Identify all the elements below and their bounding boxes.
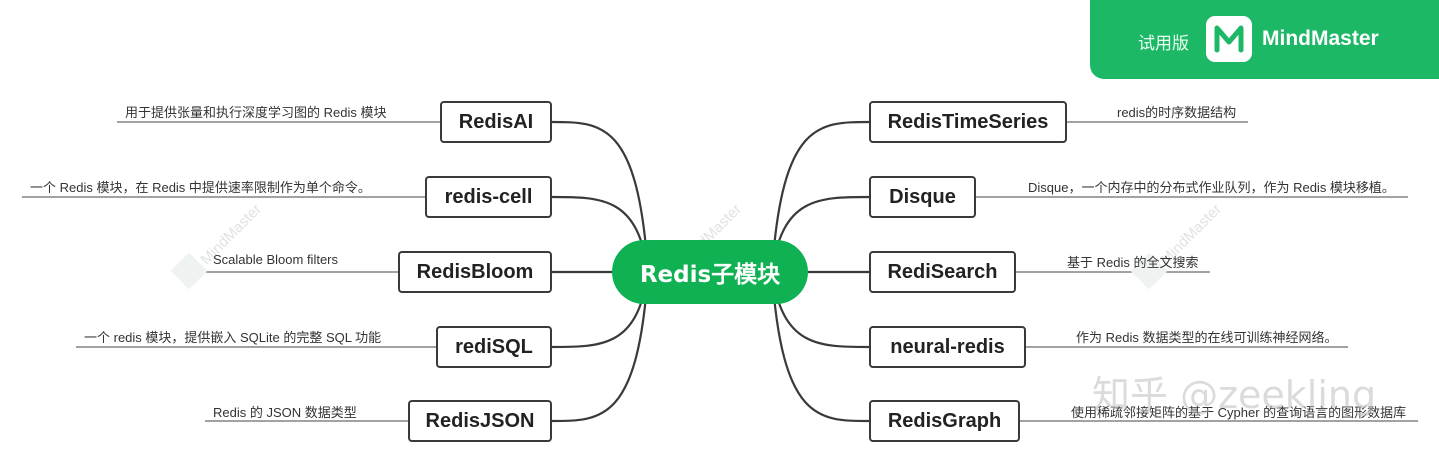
connector-line xyxy=(551,120,650,273)
topic-description: 基于 Redis 的全文搜索 xyxy=(1067,255,1199,270)
topic-node[interactable]: Disque xyxy=(869,176,976,218)
topic-node[interactable]: redis-cell xyxy=(425,176,552,218)
connector-line xyxy=(551,271,650,423)
topic-description: Scalable Bloom filters xyxy=(213,252,338,267)
topic-node[interactable]: RedisTimeSeries xyxy=(869,101,1067,143)
trial-badge[interactable]: 试用版 MindMaster xyxy=(1090,0,1439,79)
trial-label: 试用版 xyxy=(1138,34,1189,54)
topic-description: Disque，一个内存中的分布式作业队列，作为 Redis 模块移植。 xyxy=(1028,180,1395,195)
topic-node[interactable]: RedisAI xyxy=(440,101,552,143)
topic-description: 使用稀疏邻接矩阵的基于 Cypher 的查询语言的图形数据库 xyxy=(1071,405,1407,420)
topic-node[interactable]: neural-redis xyxy=(869,326,1026,368)
topic-node[interactable]: RediSearch xyxy=(869,251,1016,293)
topic-node[interactable]: rediSQL xyxy=(436,326,552,368)
topic-description: redis的时序数据结构 xyxy=(1117,105,1237,120)
zhihu-watermark: 知乎 @zeekling xyxy=(1092,373,1377,417)
topic-description: 用于提供张量和执行深度学习图的 Redis 模块 xyxy=(125,105,387,120)
topic-node[interactable]: RedisGraph xyxy=(869,400,1020,442)
central-topic[interactable]: Redis子模块 xyxy=(612,240,808,304)
mindmaster-logo-icon xyxy=(1206,16,1252,62)
connector-line xyxy=(770,120,870,273)
topic-description: 一个 redis 模块，提供嵌入 SQLite 的完整 SQL 功能 xyxy=(84,330,382,345)
topic-node[interactable]: RedisBloom xyxy=(398,251,552,293)
brand-name: MindMaster xyxy=(1262,27,1379,50)
topic-node[interactable]: RedisJSON xyxy=(408,400,552,442)
connector-line xyxy=(770,271,870,423)
watermark-logo-icons xyxy=(170,252,1168,290)
topic-description: 一个 Redis 模块，在 Redis 中提供速率限制作为单个命令。 xyxy=(30,180,371,195)
topic-description: Redis 的 JSON 数据类型 xyxy=(213,405,357,420)
topic-description: 作为 Redis 数据类型的在线可训练神经网络。 xyxy=(1076,330,1338,345)
